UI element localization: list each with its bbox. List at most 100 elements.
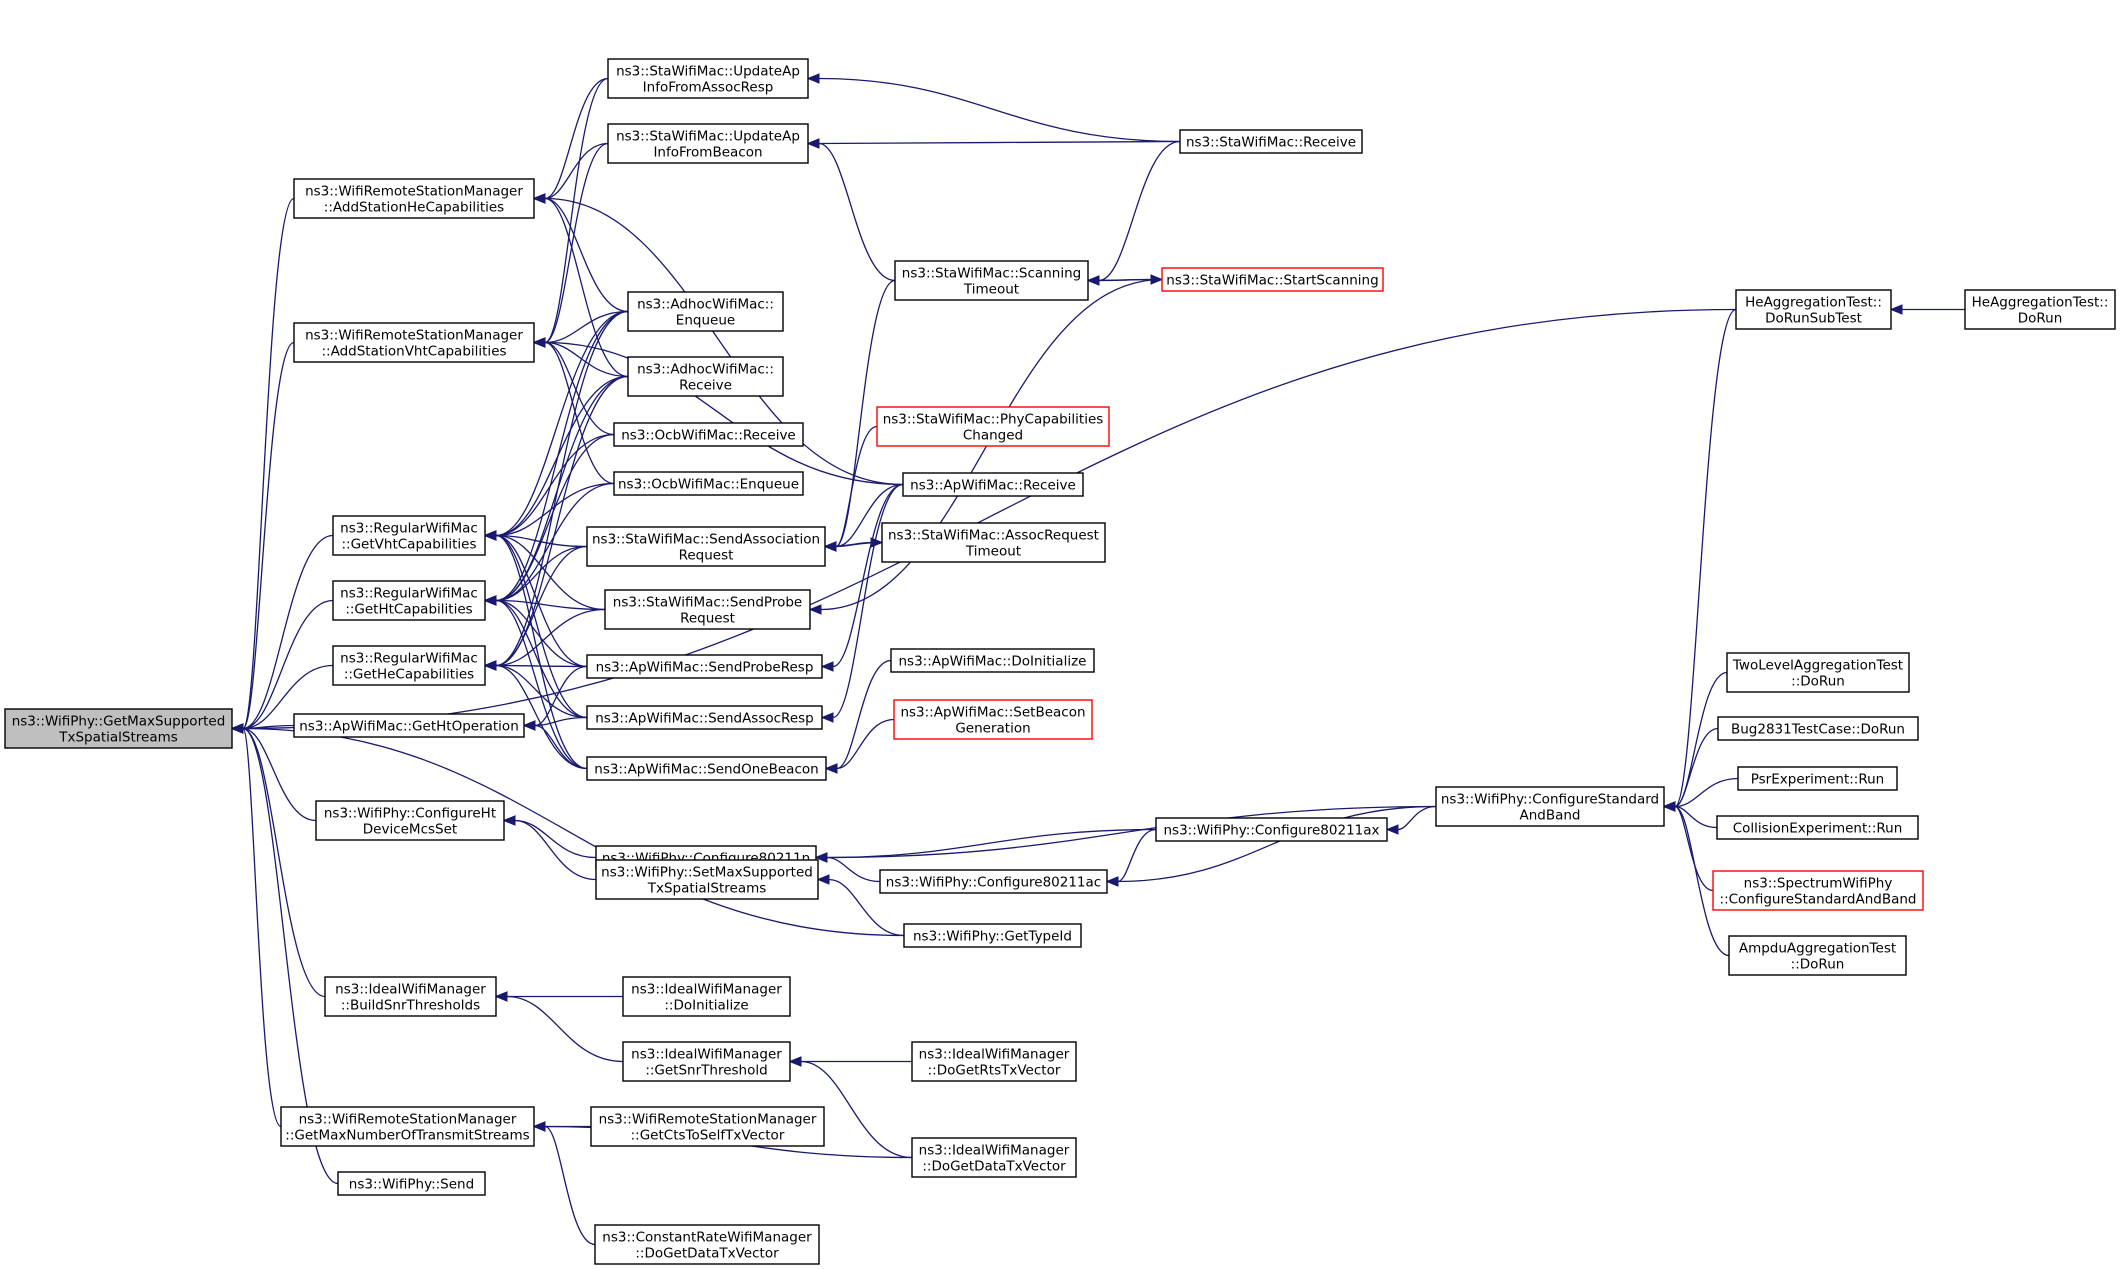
node-staRecv[interactable]: ns3::StaWifiMac::Receive (1179, 129, 1363, 154)
node-cfgStd[interactable]: ns3::WifiPhy::ConfigureStandardAndBand (1435, 786, 1665, 827)
node-label-line: ns3::WifiRemoteStationManager (305, 328, 523, 344)
node-apInit[interactable]: ns3::ApWifiMac::DoInitialize (890, 648, 1095, 673)
node-label-line: Timeout (963, 282, 1019, 298)
edge-sendAssocResp-to-getHt (483, 595, 588, 719)
node-adhocEnq[interactable]: ns3::AdhocWifiMac::Enqueue (627, 291, 784, 332)
node-phySend[interactable]: ns3::WifiPhy::Send (337, 1171, 486, 1196)
edge-cfg11ax-to-cfg11ac (1105, 828, 1157, 887)
edge-ampdu-to-cfgStd (1662, 801, 1730, 957)
node-psr[interactable]: PsrExperiment::Run (1737, 766, 1898, 791)
edge-cfg11ax-to-cfg11n (814, 828, 1157, 863)
edge-cfgStd-to-cfg11ax (1385, 805, 1437, 835)
node-ocbRecv[interactable]: ns3::OcbWifiMac::Receive (613, 422, 804, 447)
node-dataTx[interactable]: ns3::IdealWifiManager::DoGetDataTxVector (911, 1137, 1077, 1178)
node-heRun[interactable]: HeAggregationTest::DoRun (1964, 289, 2116, 330)
node-getHtOp[interactable]: ns3::ApWifiMac::GetHtOperation (293, 713, 525, 738)
call-edges (230, 73, 1965, 1246)
edge-addVht-to-root (230, 341, 295, 734)
edge-cfgStd-to-cfg11ac (1105, 805, 1437, 887)
node-label-line: ::GetHeCapabilities (344, 667, 474, 683)
node-label-line: DoRun (2018, 311, 2063, 327)
node-label-line: ns3::AdhocWifiMac:: (637, 362, 774, 378)
node-getVht[interactable]: ns3::RegularWifiMac::GetVhtCapabilities (332, 515, 486, 556)
node-label-line: HeAggregationTest:: (1972, 295, 2109, 311)
node-label-line: ns3::ApWifiMac::GetHtOperation (299, 719, 519, 735)
node-label-line: CollisionExperiment::Run (1733, 821, 1903, 837)
node-sendAssocResp[interactable]: ns3::ApWifiMac::SendAssocResp (586, 705, 823, 730)
edge-apRecv-to-addVht (532, 337, 904, 486)
edge-adhocRecv-to-getHt (483, 375, 629, 606)
edge-sendBeacon-to-getVht (483, 530, 588, 770)
node-getMaxNum[interactable]: ns3::WifiRemoteStationManager::GetMaxNum… (280, 1106, 535, 1147)
node-bug2831[interactable]: Bug2831TestCase::DoRun (1717, 716, 1919, 741)
edge-updAssoc-to-addHe (532, 77, 609, 204)
node-label-line: ns3::RegularWifiMac (340, 521, 478, 537)
node-label-line: ::AddStationHeCapabilities (324, 200, 504, 216)
node-constRate[interactable]: ns3::ConstantRateWifiManager::DoGetDataT… (594, 1224, 820, 1265)
node-label-line: ns3::WifiPhy::ConfigureStandard (1441, 792, 1659, 808)
node-label-line: ::ConfigureStandardAndBand (1720, 892, 1917, 908)
edge-adhocRecv-to-addHe (532, 193, 629, 378)
node-label-line: ns3::WifiPhy::GetTypeId (913, 929, 1072, 945)
edge-cfgHtMcs-to-root (230, 723, 317, 822)
node-addHe[interactable]: ns3::WifiRemoteStationManager::AddStatio… (293, 178, 535, 219)
node-twoLevel[interactable]: TwoLevelAggregationTest::DoRun (1726, 652, 1910, 693)
edge-scanTimeout-to-startScan (1087, 274, 1164, 285)
node-label-line: ::DoInitialize (664, 998, 748, 1014)
node-ocbEnq[interactable]: ns3::OcbWifiMac::Enqueue (613, 471, 804, 496)
node-label-line: ns3::ApWifiMac::Receive (910, 478, 1076, 494)
edge-adhocEnq-to-addHe (532, 193, 629, 313)
node-addVht[interactable]: ns3::WifiRemoteStationManager::AddStatio… (293, 322, 535, 363)
node-buildSnr[interactable]: ns3::IdealWifiManager::BuildSnrThreshold… (324, 976, 497, 1017)
node-label-line: ::GetSnrThreshold (645, 1063, 767, 1079)
node-sendProbeResp[interactable]: ns3::ApWifiMac::SendProbeResp (586, 654, 823, 679)
node-cfg11ax[interactable]: ns3::WifiPhy::Configure80211ax (1155, 817, 1388, 842)
node-ctsToSelf[interactable]: ns3::WifiRemoteStationManager::GetCtsToS… (590, 1106, 825, 1147)
node-getHt[interactable]: ns3::RegularWifiMac::GetHtCapabilities (332, 580, 486, 621)
node-label-line: ns3::WifiPhy::Configure80211ax (1163, 823, 1379, 839)
node-label-line: Enqueue (676, 313, 735, 329)
node-ampdu[interactable]: AmpduAggregationTest::DoRun (1728, 935, 1907, 976)
node-box (1179, 129, 1363, 154)
node-sendBeacon[interactable]: ns3::ApWifiMac::SendOneBeacon (586, 756, 827, 781)
node-label-line: ::GetVhtCapabilities (342, 537, 477, 553)
node-root[interactable]: ns3::WifiPhy::GetMaxSupportedTxSpatialSt… (4, 708, 233, 749)
edge-staRecv-to-updBeacon (806, 138, 1181, 149)
node-box (622, 1041, 791, 1082)
node-spectrum[interactable]: ns3::SpectrumWifiPhy::ConfigureStandardA… (1712, 870, 1924, 911)
node-rtsTx[interactable]: ns3::IdealWifiManager::DoGetRtsTxVector (911, 1041, 1077, 1082)
node-label-line: Changed (963, 428, 1023, 444)
node-idealSnr[interactable]: ns3::IdealWifiManager::GetSnrThreshold (622, 1041, 791, 1082)
node-label-line: ns3::StaWifiMac::SendAssociation (592, 532, 820, 548)
node-adhocRecv[interactable]: ns3::AdhocWifiMac::Receive (627, 356, 784, 397)
node-label-line: ns3::ApWifiMac::SendAssocResp (595, 711, 814, 727)
node-startScan[interactable]: ns3::StaWifiMac::StartScanning (1161, 267, 1384, 292)
node-idealInit[interactable]: ns3::IdealWifiManager::DoInitialize (622, 976, 791, 1017)
node-label-line: HeAggregationTest:: (1745, 295, 1882, 311)
node-getHe[interactable]: ns3::RegularWifiMac::GetHeCapabilities (332, 645, 486, 686)
node-cfg11ac[interactable]: ns3::WifiPhy::Configure80211ac (879, 869, 1108, 894)
node-box (890, 648, 1095, 673)
function-nodes: ns3::WifiPhy::GetMaxSupportedTxSpatialSt… (4, 58, 2116, 1265)
edge-startScan-to-sendProbeReq (808, 278, 1163, 615)
edge-spectrum-to-cfgStd (1662, 801, 1714, 892)
node-setMaxTx[interactable]: ns3::WifiPhy::SetMaxSupportedTxSpatialSt… (595, 859, 819, 900)
node-label-line: ns3::WifiRemoteStationManager (599, 1112, 817, 1128)
node-updAssoc[interactable]: ns3::StaWifiMac::UpdateApInfoFromAssocRe… (607, 58, 809, 99)
node-collision[interactable]: CollisionExperiment::Run (1716, 815, 1919, 840)
node-box (903, 923, 1082, 948)
node-heSub[interactable]: HeAggregationTest::DoRunSubTest (1735, 289, 1892, 330)
node-label-line: ns3::StaWifiMac::AssocRequest (888, 528, 1099, 544)
node-apRecv[interactable]: ns3::ApWifiMac::Receive (902, 472, 1084, 497)
node-label-line: ns3::StaWifiMac::UpdateAp (616, 129, 800, 145)
node-getTypeId[interactable]: ns3::WifiPhy::GetTypeId (903, 923, 1082, 948)
node-label-line: ::DoRun (1791, 674, 1845, 690)
